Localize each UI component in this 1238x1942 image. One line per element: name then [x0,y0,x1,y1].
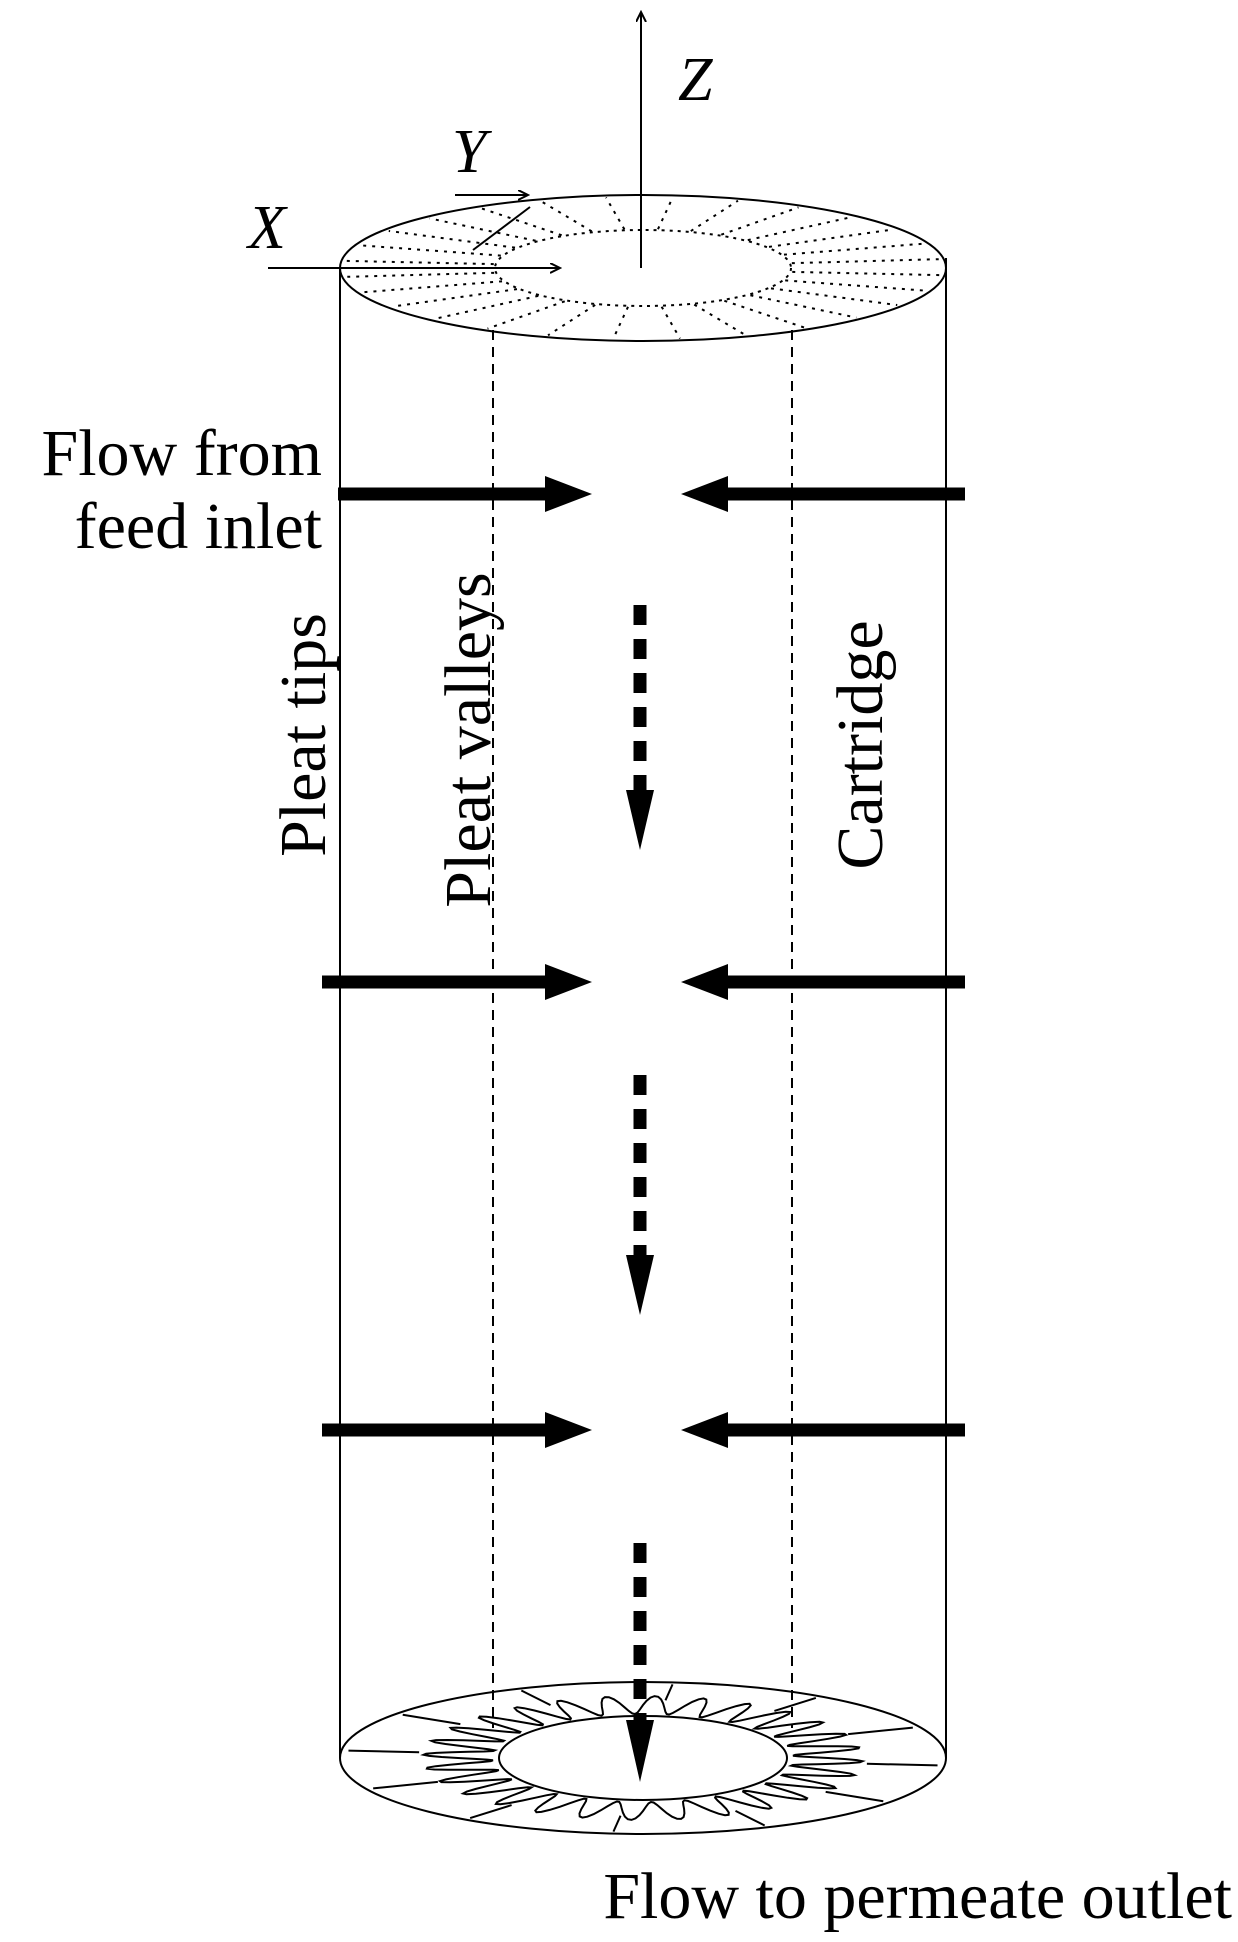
bottom-pleat-line [402,1713,461,1726]
top-pleat-line [429,217,536,242]
top-pleat-line [540,200,593,233]
top-pleat-line [783,242,924,256]
top-pleat-line [768,228,894,248]
top-pleat-line [657,196,674,230]
coordinate-axes [268,12,641,268]
top-pleat-line [347,271,495,278]
bottom-pleat-line [848,1726,913,1736]
top-pleat-line [690,199,739,232]
downflow-arrows [626,605,654,1782]
pleat-valleys-label: Pleat valleys [432,572,505,907]
inflow-arrows [322,476,965,1448]
top-pleat-line [612,306,629,340]
flow-to-outlet-label: Flow to permeate outlet [603,1860,1232,1933]
bottom-pleat-line [774,1696,817,1712]
top-pleat-line [362,280,503,294]
cartridge-label: Cartridge [824,620,897,869]
pleat-tips-label: Pleat tips [267,613,340,857]
bottom-pleat-line [469,1804,512,1820]
inflow-arrow-left-3 [322,1412,592,1448]
top-pleat-line [770,287,898,307]
bottom-pleat-line [348,1749,420,1754]
cylinder-body [339,258,947,1758]
top-end-cap [339,194,947,342]
top-pleat-line [487,300,566,330]
bottom-pleat-line [866,1762,938,1767]
top-pleat-line [720,206,799,236]
bottom-pleat-line [520,1689,551,1707]
bottom-pleat-line [825,1790,884,1803]
downflow-arrow-2 [626,1075,654,1315]
top-pleat-line [792,270,940,277]
inflow-arrow-left-2 [322,964,592,1000]
top-pleat-line [693,303,746,336]
bottom-end-cap [339,1681,947,1835]
bottom-pleat-line [735,1809,766,1827]
flow-from-label-line2: feed inlet [75,490,322,563]
downflow-arrow-3 [626,1543,654,1782]
top-pleat-line [360,244,501,257]
top-pleat-line [747,216,852,242]
top-pleat-line [724,299,805,329]
inflow-arrow-right-2 [681,964,965,1000]
bottom-pleat-line [373,1780,438,1790]
top-pleat-line [791,258,939,265]
top-pleat-line [346,259,494,266]
bottom-pleat-line [664,1683,674,1701]
z-axis-label: Z [678,46,713,114]
flow-from-label-line1: Flow from [42,417,323,490]
top-pleat-line [750,294,857,319]
top-pleat-line [434,294,539,320]
top-pleat-line [785,279,926,292]
pleat-valley-lines [492,330,793,1728]
top-pleat-line [388,229,516,249]
x-axis-label: X [245,194,288,262]
top-pleat-line [605,197,626,230]
bottom-pleat-line [612,1815,622,1833]
inflow-arrow-right-3 [681,1412,965,1448]
inflow-arrow-left-1 [338,476,592,512]
inflow-arrow-right-1 [681,476,965,512]
y-axis-label: Y [452,118,492,186]
pleat-wave [420,1695,866,1821]
top-pleat-line [660,306,681,339]
top-pleat-line [547,304,596,337]
top-pleat-line [392,288,518,308]
downflow-arrow-1 [626,605,654,850]
